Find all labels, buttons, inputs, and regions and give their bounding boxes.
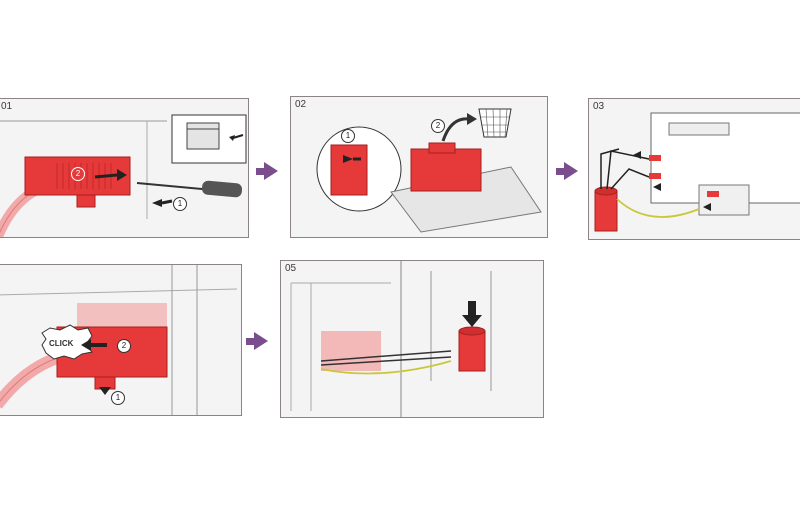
step-number: 01 <box>1 101 13 112</box>
arrow-right-icon <box>264 162 278 180</box>
arrow-right-icon <box>246 338 256 345</box>
step-number: 03 <box>593 101 605 112</box>
step-panel-04: CLICK 2 1 <box>0 264 242 416</box>
trash-bin-icon <box>478 108 512 138</box>
connector-icon <box>649 155 719 197</box>
arrow-right-icon <box>254 332 268 350</box>
step-02-illustration <box>316 108 542 233</box>
callout-1: 1 <box>173 197 187 211</box>
dishwasher-icon <box>171 114 247 164</box>
arrow-right-icon <box>564 162 578 180</box>
capacitor-icon <box>458 326 486 372</box>
arrow-right-icon <box>256 168 266 175</box>
callout-2: 2 <box>71 167 85 181</box>
step-panel-02: 02 1 2 <box>290 96 548 238</box>
step-05-illustration <box>290 261 492 417</box>
step-panel-03: 03 <box>588 98 800 240</box>
screwdriver-icon <box>136 180 243 198</box>
callout-2: 2 <box>117 339 131 353</box>
capacitor-icon <box>594 186 618 232</box>
step-01-illustration <box>0 114 247 237</box>
step-panel-05: 05 <box>280 260 544 418</box>
step-panel-01: 01 <box>0 98 249 238</box>
callout-2: 2 <box>431 119 445 133</box>
step-04-illustration <box>0 265 238 415</box>
red-connector-part <box>410 142 482 192</box>
arrow-right-icon <box>556 168 566 175</box>
click-label: CLICK <box>49 339 74 348</box>
step-03-illustration <box>594 112 800 232</box>
callout-1: 1 <box>341 129 355 143</box>
step-number: 02 <box>295 99 307 110</box>
step-number: 05 <box>285 263 297 274</box>
red-connector-part <box>24 156 131 208</box>
callout-1: 1 <box>111 391 125 405</box>
